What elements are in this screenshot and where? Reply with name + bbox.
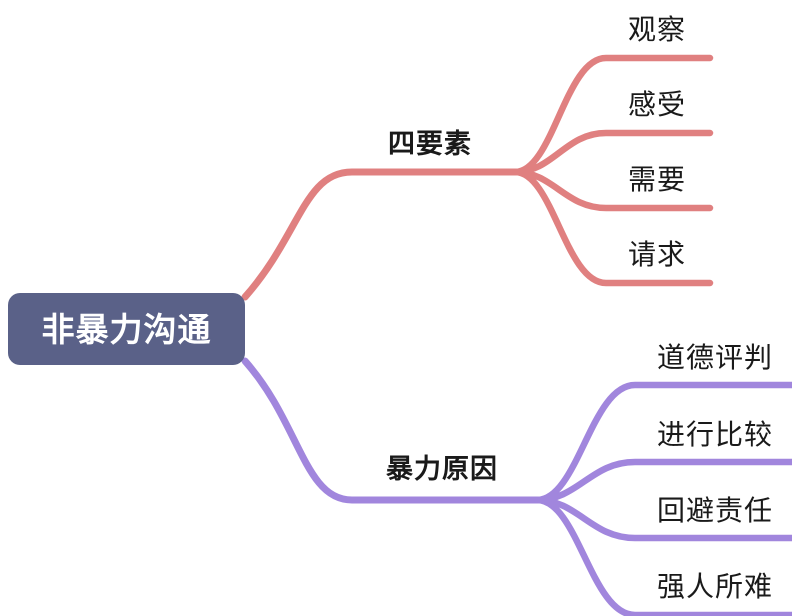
leaf-node-violence-causes-3[interactable]: 强人所难 bbox=[657, 571, 774, 602]
branch-trunk-four-elements[interactable] bbox=[241, 168, 519, 301]
leaf-node-four-elements-3[interactable]: 请求 bbox=[628, 239, 687, 270]
branch-trunk-violence-causes[interactable] bbox=[241, 357, 541, 504]
leaf-node-four-elements-2[interactable]: 需要 bbox=[628, 164, 687, 195]
leaf-connector-four-elements-3[interactable] bbox=[511, 168, 714, 287]
leaf-connector-violence-causes-3[interactable] bbox=[533, 496, 792, 616]
leaf-node-violence-causes-1[interactable]: 进行比较 bbox=[657, 419, 774, 450]
leaf-connector-four-elements-0[interactable] bbox=[511, 54, 714, 176]
leaf-node-violence-causes-2[interactable]: 回避责任 bbox=[657, 495, 774, 526]
branch-node-four-elements[interactable]: 四要素 bbox=[388, 129, 472, 159]
root-node[interactable]: 非暴力沟通 bbox=[8, 293, 245, 365]
branch-node-violence-causes[interactable]: 暴力原因 bbox=[386, 454, 498, 484]
leaf-connector-violence-causes-0[interactable] bbox=[533, 381, 792, 504]
leaf-node-four-elements-0[interactable]: 观察 bbox=[628, 14, 687, 45]
leaf-connector-violence-causes-1[interactable] bbox=[533, 458, 792, 504]
leaf-node-four-elements-1[interactable]: 感受 bbox=[628, 89, 687, 120]
root-node-label: 非暴力沟通 bbox=[41, 310, 212, 348]
leaf-node-violence-causes-0[interactable]: 道德评判 bbox=[657, 342, 774, 373]
